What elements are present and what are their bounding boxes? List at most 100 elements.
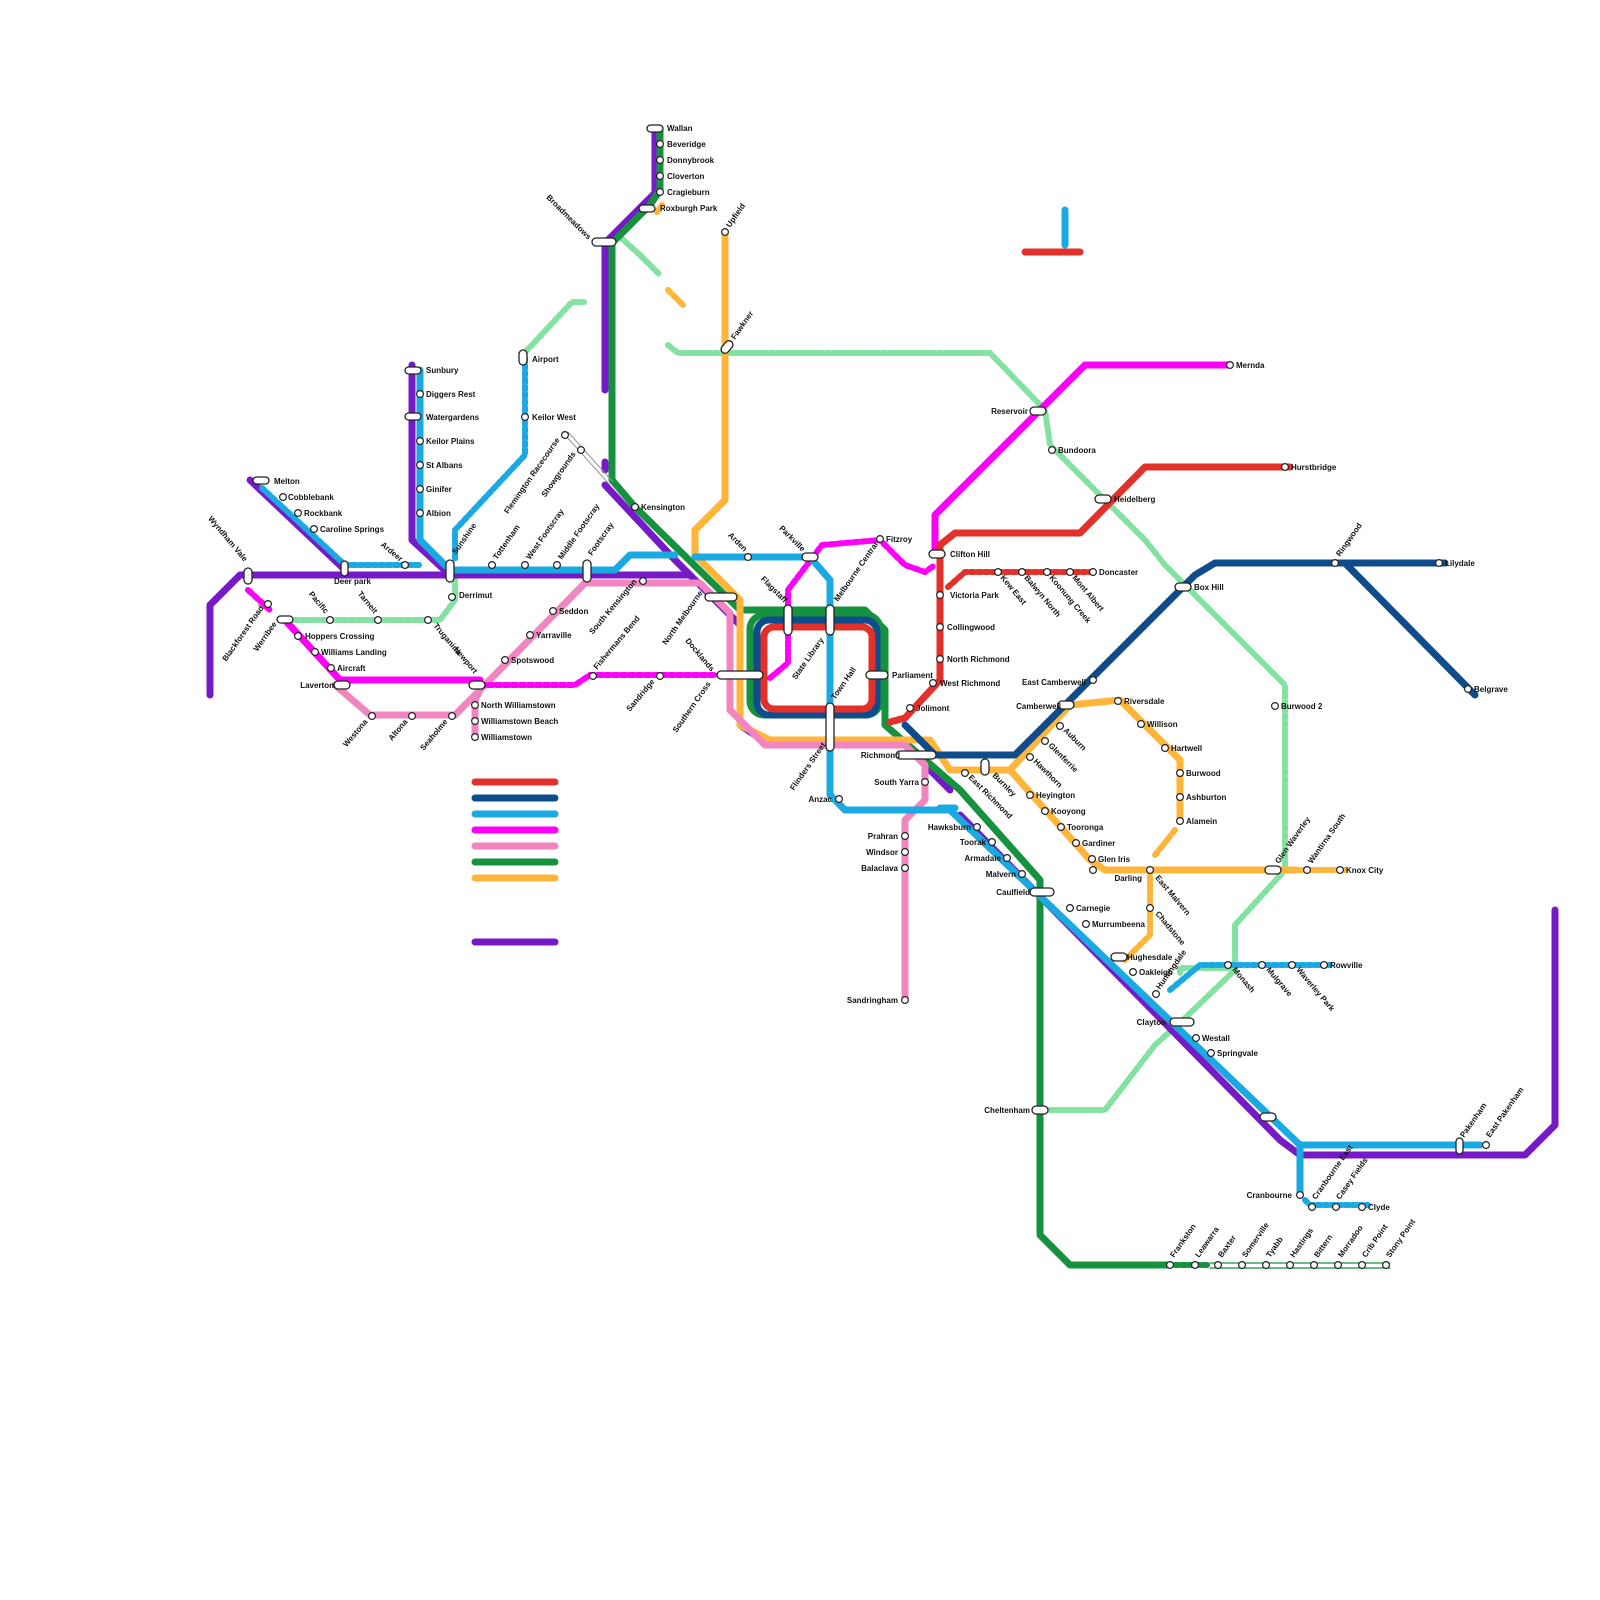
auburn-station-dot xyxy=(1055,721,1064,730)
aircraft-station-label: Aircraft xyxy=(337,664,366,673)
frankston-station-dot xyxy=(1165,1260,1174,1269)
balaclava-station-dot xyxy=(900,863,909,872)
anzac-station-label: Anzac xyxy=(808,795,832,804)
albion-station-label: Albion xyxy=(426,509,451,518)
kensington-station-dot xyxy=(630,503,639,512)
keilor-plains-station-dot xyxy=(416,437,425,446)
west-richmond-station-dot xyxy=(928,678,937,687)
yarraville-station-label: Yarraville xyxy=(536,631,572,640)
windsor-station-dot xyxy=(900,847,909,856)
sunbury-station-label: Sunbury xyxy=(426,366,459,375)
kew-east-station-dot xyxy=(993,567,1002,576)
blackforest-road-station-dot xyxy=(264,599,273,608)
toorak-station-label: Toorak xyxy=(960,838,987,847)
heidelberg-station-label: Heidelberg xyxy=(1114,495,1155,504)
monash-station-dot xyxy=(1223,960,1232,969)
lilydale-station-dot xyxy=(1434,558,1443,567)
fitzroy-station-label: Fitzroy xyxy=(886,535,913,544)
anzac-station-dot xyxy=(834,794,843,803)
fishermans-bend-station-dot xyxy=(588,671,597,680)
springvale-station-label: Springvale xyxy=(1217,1049,1258,1058)
clyde-station-dot xyxy=(1357,1202,1366,1211)
sandringham-station-label: Sandringham xyxy=(847,996,898,1005)
willison-station-label: Willison xyxy=(1147,720,1178,729)
williamstown-beach-station-dot xyxy=(471,716,480,725)
ginifer-station-dot xyxy=(416,485,425,494)
sandridge-station-dot xyxy=(655,671,664,680)
north-williamstown-station-label: North Williamstown xyxy=(481,701,556,710)
murrumbeena-station-label: Murrumbeena xyxy=(1092,920,1145,929)
deer-park-station-label: Deer park xyxy=(334,577,371,586)
ashburton-station-label: Ashburton xyxy=(1186,793,1227,802)
keilor-west-station-dot xyxy=(520,413,529,422)
clayton-station-label: Clayton xyxy=(1137,1018,1166,1027)
mernda-station-dot xyxy=(1225,361,1234,370)
bundoora-station-dot xyxy=(1047,446,1056,455)
west-footscray-station-dot xyxy=(520,560,529,569)
truganina-station-dot xyxy=(424,615,433,624)
laverton-station-label: Laverton xyxy=(300,681,334,690)
interchanges xyxy=(243,124,1464,1155)
keilor-plains-station-label: Keilor Plains xyxy=(426,437,475,446)
wallan-station-label: Wallan xyxy=(667,124,693,133)
bundoora-station-label: Bundoora xyxy=(1058,446,1096,455)
collingwood-station-dot xyxy=(935,622,944,631)
heyington-station-dot xyxy=(1025,790,1034,799)
south-yarra-station-dot xyxy=(920,777,929,786)
watergardens-station-label: Watergardens xyxy=(426,413,480,422)
spotswood-station-label: Spotswood xyxy=(511,656,554,665)
lilydale-station-label: Lilydale xyxy=(1445,559,1475,568)
tooronga-station-dot xyxy=(1056,822,1065,831)
craigieburn-station-label: Cragieburn xyxy=(667,188,710,197)
kensington-station-label: Kensington xyxy=(641,503,685,512)
north-richmond-station-dot xyxy=(935,654,944,663)
hurstbridge-station-label: Hurstbridge xyxy=(1291,463,1337,472)
windsor-station-label: Windsor xyxy=(866,848,898,857)
rockbank-station-dot xyxy=(294,509,303,518)
caulfield-station-label: Caulfield xyxy=(996,888,1030,897)
line-green xyxy=(608,126,1174,1269)
cobblebank-station-label: Cobblebank xyxy=(288,493,334,502)
alamein-station-label: Alamein xyxy=(1186,817,1217,826)
cranbourne-station-label: Cranbourne xyxy=(1247,1191,1293,1200)
roxburgh-park-station-label: Roxburgh Park xyxy=(660,204,718,213)
richmond-station-label: Richmond xyxy=(861,751,900,760)
pacific-station-dot xyxy=(326,615,335,624)
camberwell-station-label: Camberwell xyxy=(1016,702,1061,711)
cloverton-station-dot xyxy=(655,172,664,181)
baxter-station-dot xyxy=(1213,1260,1222,1269)
cranbourne-east-station-dot xyxy=(1307,1202,1316,1211)
line-magenta xyxy=(281,361,1234,684)
clyde-station-label: Clyde xyxy=(1368,1203,1390,1212)
rowville-station-label: Rowville xyxy=(1330,961,1363,970)
spotswood-station-dot xyxy=(501,655,510,664)
hawthorn-station-dot xyxy=(1025,752,1034,761)
huntingdale-station-dot xyxy=(1151,989,1160,998)
prahran-station-label: Prahran xyxy=(868,832,898,841)
willison-station-dot xyxy=(1136,719,1145,728)
mernda-station-label: Mernda xyxy=(1236,361,1265,370)
doncaster-station-label: Doncaster xyxy=(1099,568,1138,577)
burwood-2-station-label: Burwood 2 xyxy=(1281,702,1323,711)
koonung-creek-station-dot xyxy=(1042,567,1051,576)
south-yarra-station-label: South Yarra xyxy=(874,778,919,787)
collingwood-station-label: Collingwood xyxy=(947,623,995,632)
ringwood-station-dot xyxy=(1330,558,1339,567)
westona-station-dot xyxy=(368,711,377,720)
jolimont-station-dot xyxy=(905,703,914,712)
murrumbeena-station-dot xyxy=(1081,919,1090,928)
chadstone-station-dot xyxy=(1145,903,1154,912)
sandringham-station-dot xyxy=(900,995,909,1004)
williams-landing-station-dot xyxy=(311,647,320,656)
belgrave-station-label: Belgrave xyxy=(1474,685,1508,694)
prahran-station-dot xyxy=(900,831,909,840)
keilor-west-station-label: Keilor West xyxy=(532,413,576,422)
stony-point-station-dot xyxy=(1381,1260,1390,1269)
showgrounds-station-dot xyxy=(576,446,585,455)
donnybrook-station-dot xyxy=(655,156,664,165)
ashburton-station-dot xyxy=(1175,792,1184,801)
beveridge-station-label: Beveridge xyxy=(667,140,706,149)
belgrave-station-dot xyxy=(1463,684,1472,693)
burwood-2-station-dot xyxy=(1270,701,1279,710)
tooronga-station-label: Tooronga xyxy=(1067,823,1104,832)
